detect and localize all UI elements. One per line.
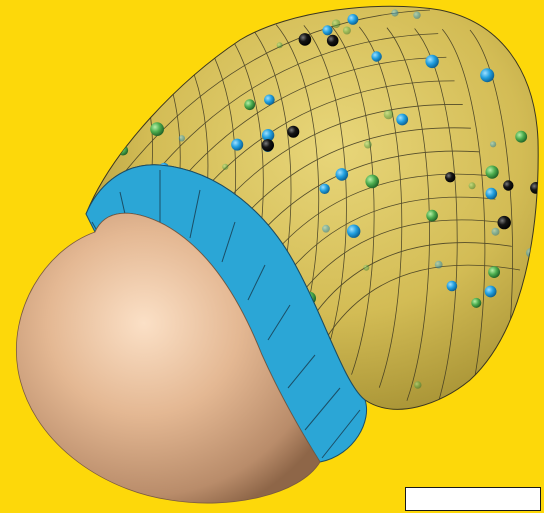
green-sphere <box>486 166 499 179</box>
blue-sphere <box>480 68 494 82</box>
green-sphere <box>363 265 369 271</box>
green-sphere <box>150 122 164 136</box>
blue-sphere <box>391 9 398 16</box>
blue-sphere <box>413 12 420 19</box>
green-sphere <box>332 19 341 28</box>
blue-sphere <box>347 225 360 238</box>
green-sphere <box>150 59 163 72</box>
black-sphere <box>262 139 274 151</box>
blue-sphere <box>322 25 332 35</box>
green-sphere <box>185 7 193 15</box>
blue-sphere <box>322 225 330 233</box>
green-sphere <box>414 381 421 388</box>
blue-sphere <box>447 281 458 292</box>
blue-sphere <box>490 141 496 147</box>
black-sphere <box>445 172 455 182</box>
green-sphere <box>488 266 500 278</box>
corner-box <box>405 487 541 511</box>
blue-sphere <box>264 95 275 106</box>
green-sphere <box>222 164 228 170</box>
blue-sphere <box>319 184 329 194</box>
blue-sphere <box>492 228 500 236</box>
green-sphere <box>152 22 165 35</box>
blue-sphere <box>396 114 408 126</box>
green-sphere <box>364 141 372 149</box>
green-sphere <box>343 27 351 35</box>
green-sphere <box>244 99 255 110</box>
black-sphere <box>498 216 511 229</box>
green-sphere <box>513 42 520 49</box>
green-sphere <box>471 298 481 308</box>
green-sphere <box>138 104 150 116</box>
blue-sphere <box>336 168 349 181</box>
green-sphere <box>234 4 245 15</box>
blue-sphere <box>152 34 158 40</box>
black-sphere <box>327 35 339 47</box>
green-sphere <box>384 110 394 120</box>
black-sphere <box>530 182 542 194</box>
blue-sphere <box>231 139 243 151</box>
blue-sphere <box>485 286 497 298</box>
blue-sphere <box>179 135 185 141</box>
blue-sphere <box>425 55 438 68</box>
blue-sphere <box>371 51 381 61</box>
blue-sphere <box>535 11 543 19</box>
black-sphere <box>299 33 312 46</box>
black-sphere <box>520 365 533 378</box>
green-sphere <box>426 210 438 222</box>
green-sphere <box>515 131 527 143</box>
blue-sphere <box>153 56 166 69</box>
green-sphere <box>514 320 521 327</box>
green-sphere <box>365 175 379 189</box>
black-sphere <box>503 180 513 190</box>
blue-sphere <box>435 261 443 269</box>
black-sphere <box>287 126 299 138</box>
blue-sphere <box>486 188 498 200</box>
green-sphere <box>277 42 283 48</box>
blue-sphere <box>531 262 542 273</box>
green-sphere <box>469 182 476 189</box>
black-sphere <box>522 318 529 325</box>
blue-sphere <box>348 14 359 25</box>
black-sphere <box>189 24 199 34</box>
